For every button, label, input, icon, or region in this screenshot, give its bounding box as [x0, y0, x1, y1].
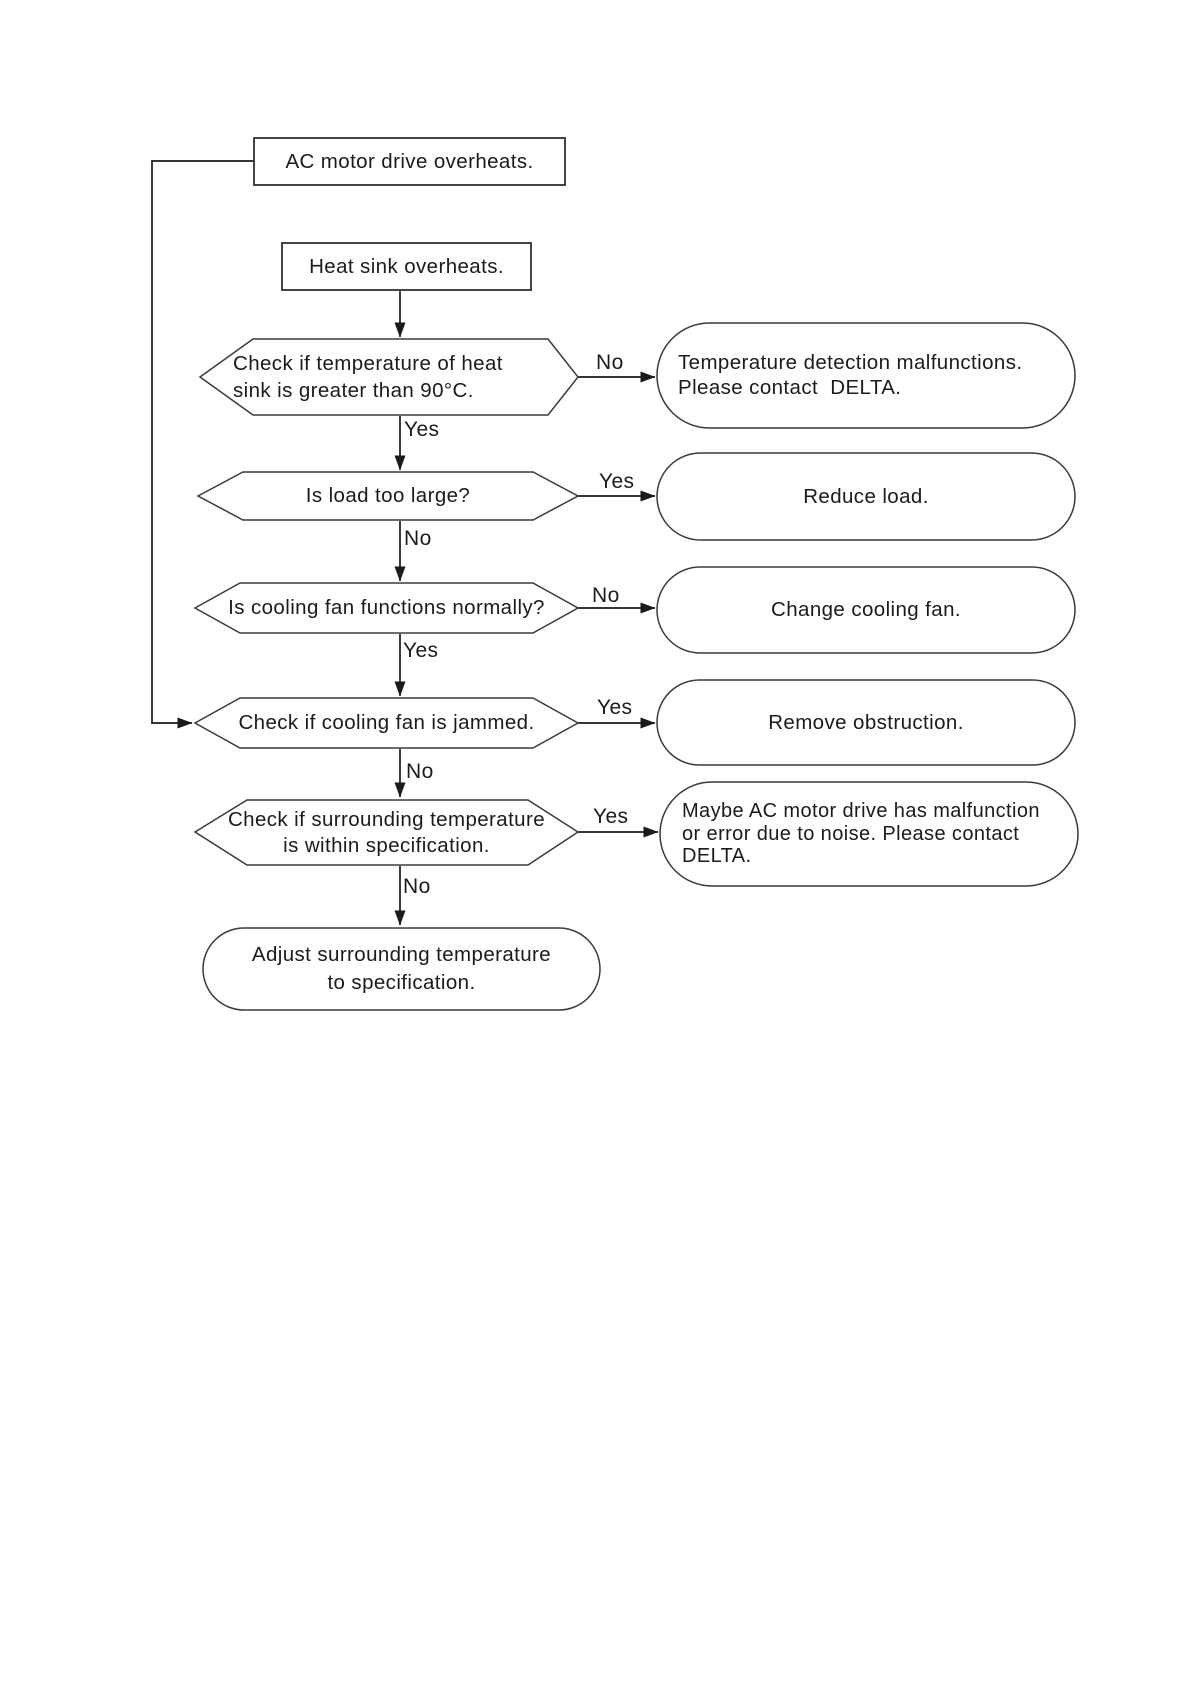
node-start-shape — [253, 137, 566, 186]
edge-label-surrounding-no: No — [403, 875, 431, 898]
edge-label-fan-jammed-no: No — [406, 760, 434, 783]
edge-label-load-yes: Yes — [599, 470, 635, 493]
node-change-fan-shape — [656, 566, 1076, 654]
edge-label-surrounding-yes: Yes — [593, 805, 629, 828]
node-load-too-large-shape — [196, 471, 580, 521]
edge-label-fan-normal-yes: Yes — [403, 639, 439, 662]
node-remove-obstruction-shape — [656, 679, 1076, 766]
edge-label-fan-jammed-yes: Yes — [597, 696, 633, 719]
node-fan-normal-shape — [193, 582, 580, 634]
edge-label-load-no: No — [404, 527, 432, 550]
node-adjust-temp-shape — [202, 927, 601, 1011]
edge-label-check-temp-no: No — [596, 351, 624, 374]
node-maybe-malfunction-shape — [659, 781, 1079, 887]
edge-label-fan-normal-no: No — [592, 584, 620, 607]
node-temp-malfunction-shape — [656, 322, 1076, 429]
node-reduce-load-shape — [656, 452, 1076, 541]
node-heat-sink-shape — [281, 242, 532, 291]
node-fan-jammed-shape — [193, 697, 580, 749]
connector-start-to-fan-jammed — [151, 160, 254, 729]
edge-label-check-temp-yes: Yes — [404, 418, 440, 441]
node-check-temp-shape — [198, 338, 579, 416]
node-check-surrounding-shape — [193, 799, 580, 866]
